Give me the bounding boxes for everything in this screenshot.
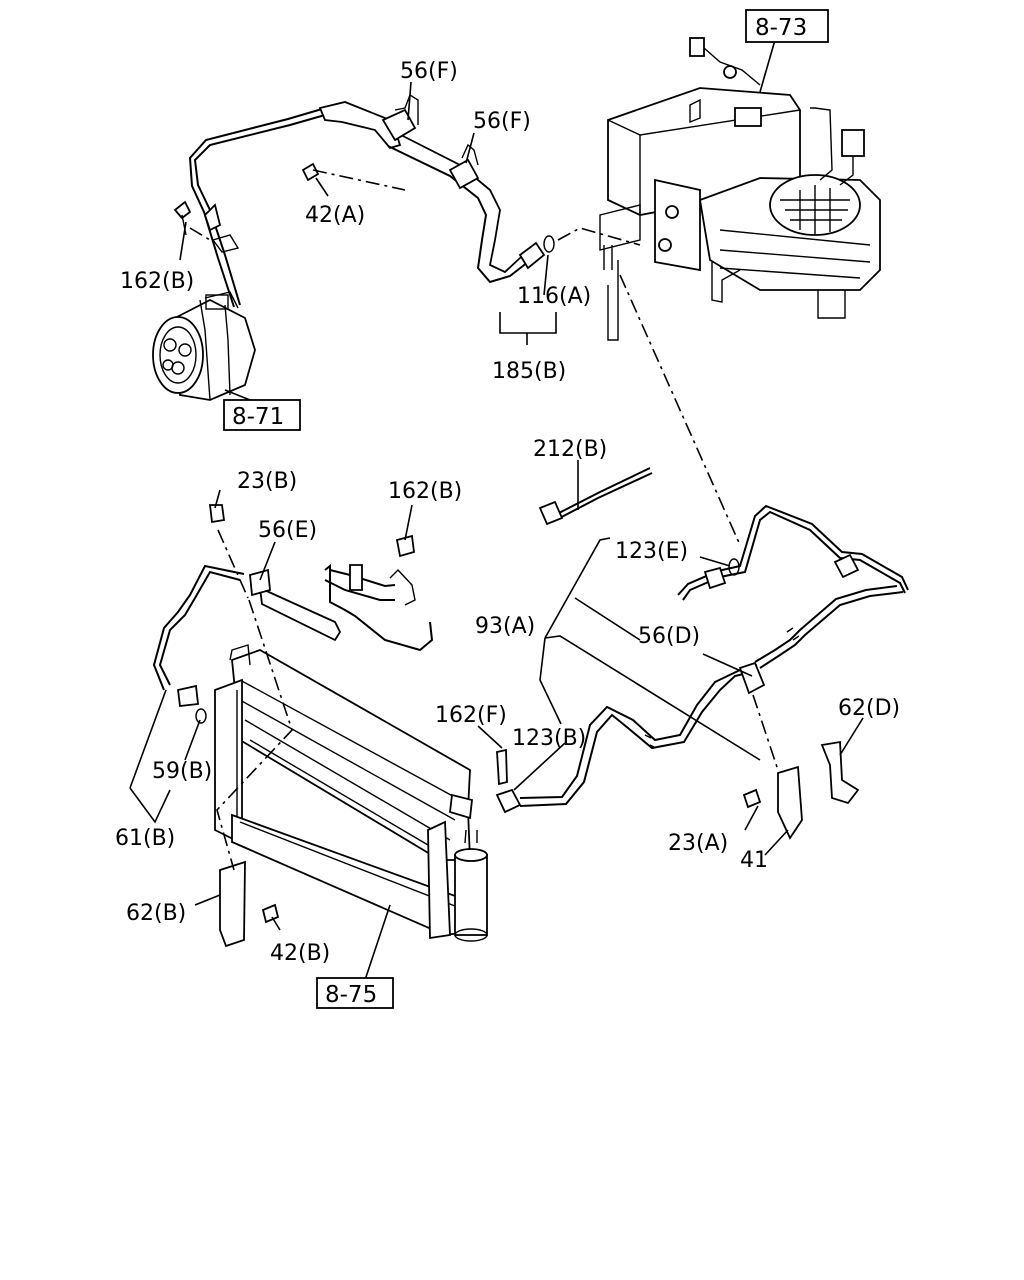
label-61b: 61(B)	[115, 826, 175, 851]
label-56f-mid: 56(F)	[473, 109, 531, 134]
label-23a: 23(A)	[668, 831, 728, 856]
clip-brackets-drawing	[208, 504, 860, 840]
ref-box-8-71	[223, 399, 301, 431]
liquid-pipe-drawing	[519, 504, 909, 807]
label-41: 41	[740, 848, 768, 873]
label-93a: 93(A)	[475, 614, 535, 639]
ref-label-8-71: 8-71	[232, 404, 284, 430]
label-212b: 212(B)	[533, 437, 607, 462]
label-59b: 59(B)	[152, 759, 212, 784]
ref-box-8-73	[745, 9, 829, 43]
label-62b: 62(B)	[126, 901, 186, 926]
label-162b-mid: 162(B)	[388, 479, 462, 504]
label-62d: 62(D)	[838, 696, 900, 721]
label-116a: 116(A)	[517, 284, 591, 309]
ref-label-8-75: 8-75	[325, 982, 377, 1008]
compressor-drawing	[152, 291, 256, 401]
receiver-line-drawing	[538, 467, 653, 526]
label-56d: 56(D)	[638, 624, 700, 649]
label-42b: 42(B)	[270, 941, 330, 966]
discharge-pipe-drawing	[152, 563, 434, 724]
evaporator-unit-drawing	[599, 37, 881, 341]
callout-lines	[129, 81, 864, 931]
label-56e: 56(E)	[258, 518, 317, 543]
label-123e: 123(E)	[615, 539, 688, 564]
label-162b-top: 162(B)	[120, 269, 194, 294]
suction-hose-drawing	[173, 93, 555, 308]
label-23b: 23(B)	[237, 469, 297, 494]
ref-box-8-75	[316, 977, 394, 1009]
label-185b: 185(B)	[492, 359, 566, 384]
label-162f: 162(F)	[435, 703, 507, 728]
label-56f-top: 56(F)	[400, 59, 458, 84]
ref-label-8-73: 8-73	[755, 15, 807, 41]
label-42a: 42(A)	[305, 203, 365, 228]
condenser-drawing	[214, 644, 522, 948]
label-123b: 123(B)	[512, 726, 586, 751]
